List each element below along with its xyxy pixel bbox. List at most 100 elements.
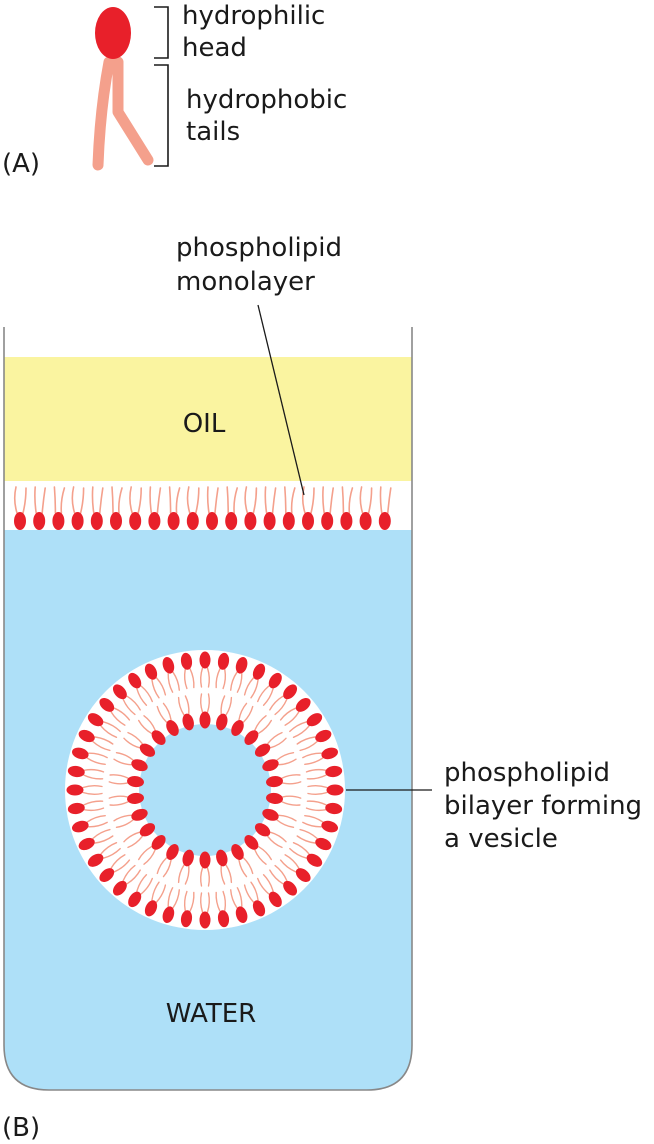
vesicle-head	[262, 808, 279, 821]
vesicle-tail	[281, 774, 301, 779]
monolayer-tail	[149, 486, 153, 514]
vesicle-tail	[115, 752, 134, 761]
monolayer-head	[186, 512, 199, 530]
monolayer-tail	[348, 487, 354, 514]
tail-label-line1: hydrophobic	[186, 85, 347, 115]
vesicle-head	[182, 713, 194, 731]
vesicle-tail	[113, 814, 132, 822]
vesicle-tail	[126, 869, 141, 885]
vesicle-label-line2: bilayer forming	[444, 791, 642, 821]
vesicle-tail	[109, 801, 129, 806]
vesicle-tail	[110, 711, 126, 726]
vesicle-tail	[200, 667, 204, 688]
vesicle-tail	[257, 877, 270, 895]
monolayer-head	[340, 512, 353, 530]
vesicle-tail	[236, 672, 243, 693]
vesicle-label-line1: phospholipid	[444, 758, 610, 788]
vesicle-tail	[108, 781, 128, 785]
oil-label: OIL	[183, 409, 226, 439]
vesicle-tail	[155, 884, 167, 903]
vesicle-tail	[238, 702, 248, 721]
vesicle-tail	[307, 785, 328, 789]
vesicle-tail	[113, 707, 131, 721]
vesicle-tail	[127, 731, 143, 745]
vesicle-tail	[206, 892, 210, 913]
vesicle-head	[325, 802, 343, 815]
vesicle-tail	[292, 725, 310, 738]
vesicle-tail	[299, 828, 318, 840]
vesicle-tail	[87, 821, 108, 828]
vesicle-head	[244, 835, 259, 850]
vesicle-tail	[162, 702, 172, 721]
vesicle-tail	[136, 688, 148, 706]
vesicle-tail	[257, 685, 270, 703]
vesicle-tail	[279, 707, 297, 721]
vesicle-tail	[103, 847, 121, 859]
vesicle-tail	[184, 695, 190, 715]
vesicle-tail	[109, 774, 129, 779]
vesicle-tail	[299, 740, 318, 752]
vesicle-tail	[276, 752, 295, 761]
vesicle-tail	[200, 892, 204, 913]
vesicle-head	[231, 844, 244, 860]
vesicle-head	[199, 711, 211, 729]
vesicle-head	[217, 910, 230, 928]
vesicle-head	[216, 849, 228, 867]
vesicle-tail	[250, 881, 259, 901]
vesicle-tail	[200, 693, 204, 713]
vesicle-head	[144, 900, 158, 917]
monolayer-tail	[168, 486, 172, 514]
vesicle-tail	[172, 671, 180, 691]
vesicle-tail	[281, 801, 301, 806]
monolayer-molecule	[282, 486, 296, 530]
vesicle-tail	[302, 821, 323, 828]
vesicle-head	[71, 820, 89, 833]
vesicle-tail	[94, 736, 114, 745]
vesicle-head	[166, 844, 179, 860]
monolayer-tail	[13, 486, 18, 514]
vesicle-head	[326, 784, 344, 796]
vesicle-tail	[115, 819, 134, 828]
vesicle-head	[254, 743, 271, 757]
vesicle-lumen	[139, 724, 271, 856]
vesicle-head	[131, 808, 148, 821]
monolayer-tail	[111, 486, 114, 514]
vesicle-tail	[156, 705, 168, 723]
monolayer-head	[148, 512, 161, 530]
vesicle-head	[144, 663, 158, 680]
vesicle-tail	[289, 847, 307, 859]
monolayer-head	[244, 512, 257, 530]
monolayer-head	[71, 512, 84, 530]
vesicle-tail	[236, 887, 243, 908]
vesicle-head	[127, 792, 144, 804]
monolayer-tail	[129, 486, 133, 514]
vesicle-tail	[140, 685, 153, 703]
vesicle-tail	[222, 890, 227, 912]
oil-layer	[4, 357, 412, 481]
vesicle-head	[162, 906, 175, 924]
vesicle-tail	[206, 667, 210, 688]
monolayer-tail	[22, 487, 27, 514]
vesicle-tail	[257, 846, 272, 861]
vesicle-head	[78, 837, 95, 851]
vesicle-tail	[200, 867, 204, 887]
vesicle-head	[199, 651, 211, 669]
vesicle-tail	[243, 677, 255, 696]
monolayer-tail	[34, 486, 37, 514]
vesicle-tail	[82, 785, 103, 789]
vesicle-tail	[189, 891, 195, 912]
monolayer-tail	[53, 486, 57, 514]
vesicle-head	[99, 868, 115, 883]
vesicle-tail	[269, 737, 287, 749]
monolayer-tail	[60, 487, 66, 514]
monolayer-molecule	[71, 486, 85, 530]
vesicle-head	[266, 776, 283, 788]
monolayer-molecule	[90, 486, 104, 530]
vesicle-tail	[269, 869, 284, 885]
vesicle-head	[252, 663, 266, 680]
vesicle-head	[231, 720, 244, 736]
vesicle-tail	[296, 736, 316, 745]
vesicle-head	[254, 823, 271, 837]
vesicle-head	[262, 759, 279, 772]
vesicle-tail	[83, 768, 105, 773]
